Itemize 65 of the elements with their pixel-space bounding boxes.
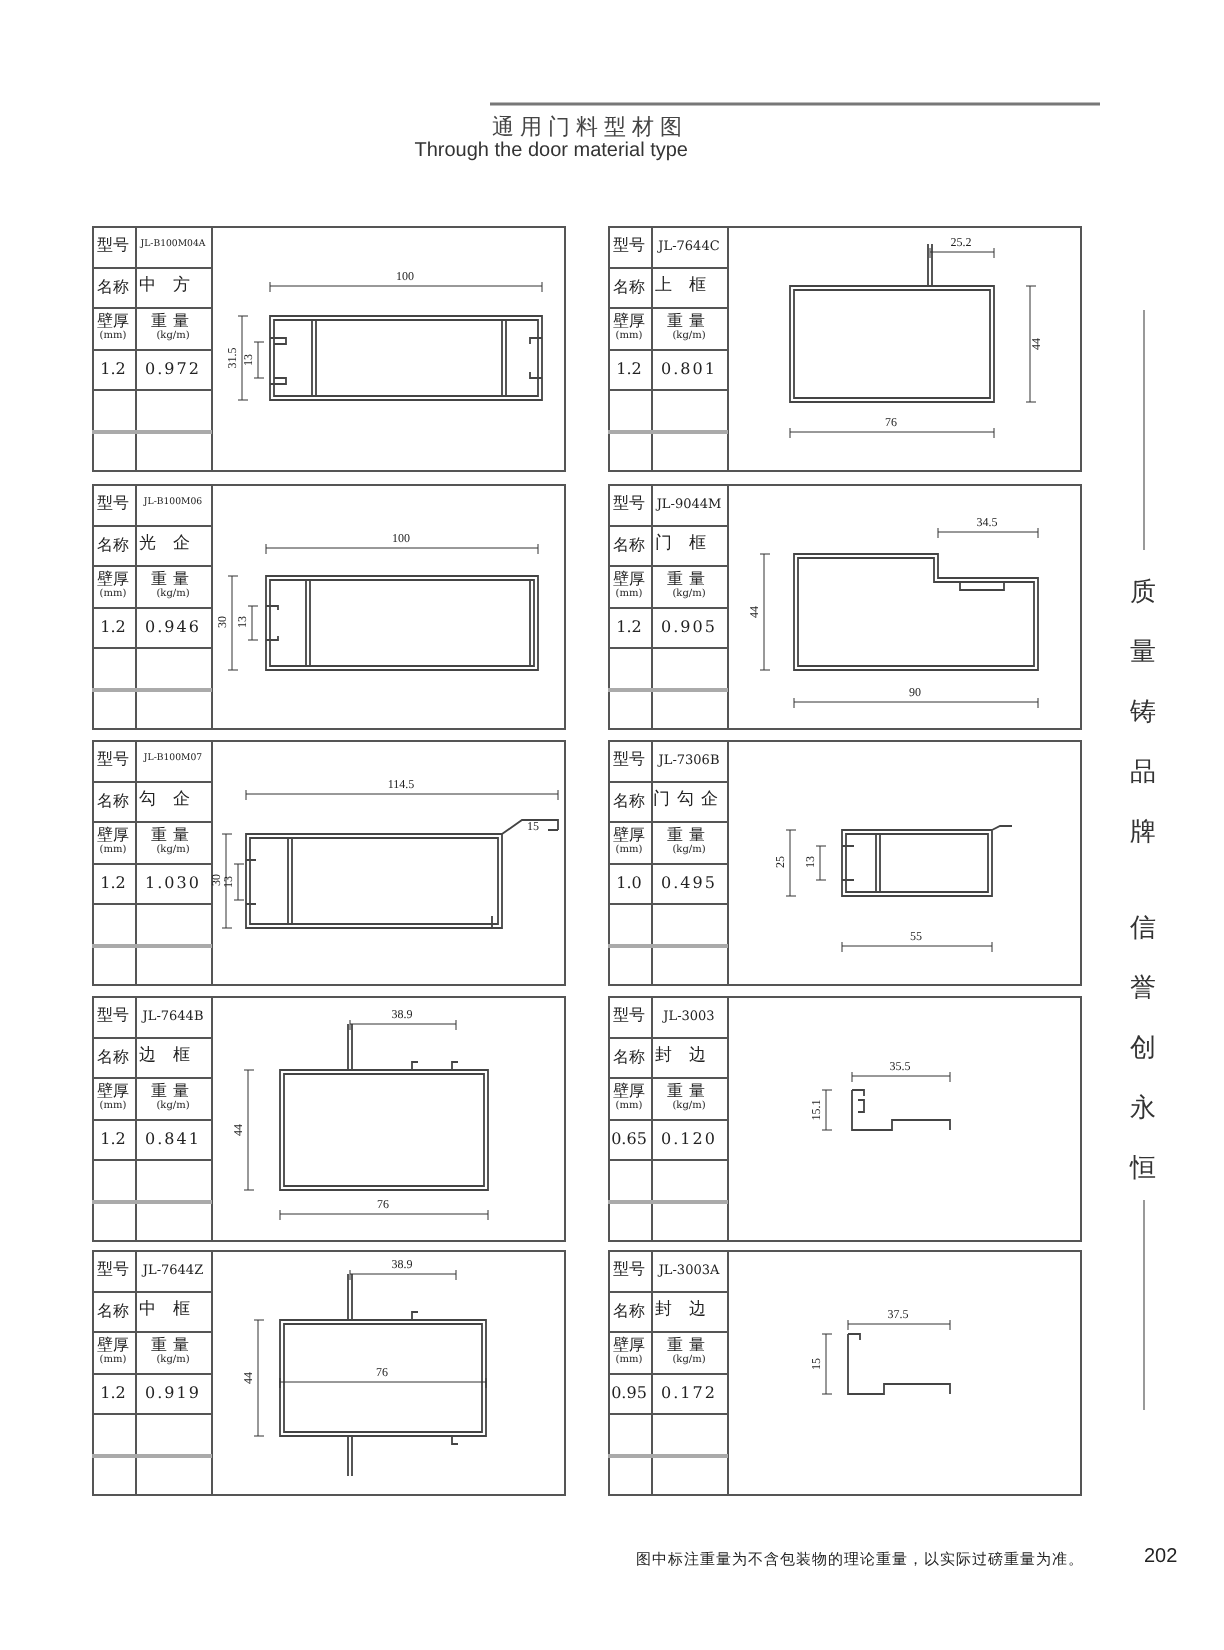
product-panel [608,226,1082,472]
product-name: 门框 [653,531,725,559]
page-number: 202 [1144,1546,1178,1568]
product-panel [92,484,566,730]
slogan-text: 信誉创永恒 [1130,912,1158,1188]
product-name: 勾企 [137,788,209,815]
spec-value: 0.841 [143,1127,203,1151]
spec-label: 名称 [95,789,131,813]
spec-value: 0.919 [143,1381,203,1405]
spec-value: 1.2 [98,615,128,639]
spec-value: 0.65 [609,1127,649,1151]
product-panel [92,1250,566,1496]
spec-value: 0.905 [659,615,719,639]
spec-value: 0.95 [609,1381,649,1405]
spec-value: 1.2 [98,1381,128,1405]
spec-value: 1.030 [143,871,203,895]
spec-value: 1.2 [614,615,644,639]
spec-label: 名称 [611,1299,647,1323]
spec-label: 型号 [95,1004,131,1028]
spec-label: 型号 [611,1004,647,1028]
spec-value: 0.495 [659,871,719,895]
spec-label: 名称 [611,275,647,299]
product-name: 上框 [653,274,725,301]
product-name: 中方 [137,274,209,301]
product-panel [92,740,566,986]
spec-label: 名称 [611,1045,647,1069]
spec-label: 名称 [95,1299,131,1323]
spec-value: 1.2 [614,357,644,381]
product-panel [92,996,566,1242]
spec-label: 名称 [611,533,647,557]
product-name: 封边 [653,1298,725,1325]
spec-value: 0.172 [659,1381,719,1405]
spec-value: 0.120 [659,1127,719,1151]
page-title: 通用门料型材图 [492,112,688,141]
spec-label: 型号 [611,1258,647,1282]
spec-value: 1.2 [98,871,128,895]
spec-value: 0.946 [143,615,203,639]
spec-label: 名称 [95,1045,131,1069]
spec-label: 名称 [611,789,647,813]
page-subtitle: Through the door material type [414,140,688,162]
spec-value: 1.0 [614,871,644,895]
spec-label: 名称 [95,275,131,299]
product-panel [92,226,566,472]
spec-label: 型号 [95,748,131,772]
product-name: 光企 [137,532,209,559]
spec-label: 名称 [95,533,131,557]
spec-label: 型号 [611,748,647,772]
product-panel [608,1250,1082,1496]
product-name: 边框 [137,1044,209,1071]
spec-label: 型号 [611,234,647,258]
product-panel [608,740,1082,986]
product-panel [608,996,1082,1242]
product-name: 封边 [653,1044,725,1071]
spec-label: 型号 [611,492,647,516]
spec-label: 型号 [95,234,131,258]
spec-value: 1.2 [98,357,128,381]
spec-value: 0.801 [659,357,719,381]
slogan-text: 质量铸品牌 [1130,576,1158,852]
spec-value: 0.972 [143,357,203,381]
spec-value: 1.2 [98,1127,128,1151]
spec-label: 型号 [95,492,131,516]
product-panel [608,484,1082,730]
spec-label: 型号 [95,1258,131,1282]
product-name: 门勾企 [651,787,727,815]
product-name: 中框 [137,1298,209,1325]
